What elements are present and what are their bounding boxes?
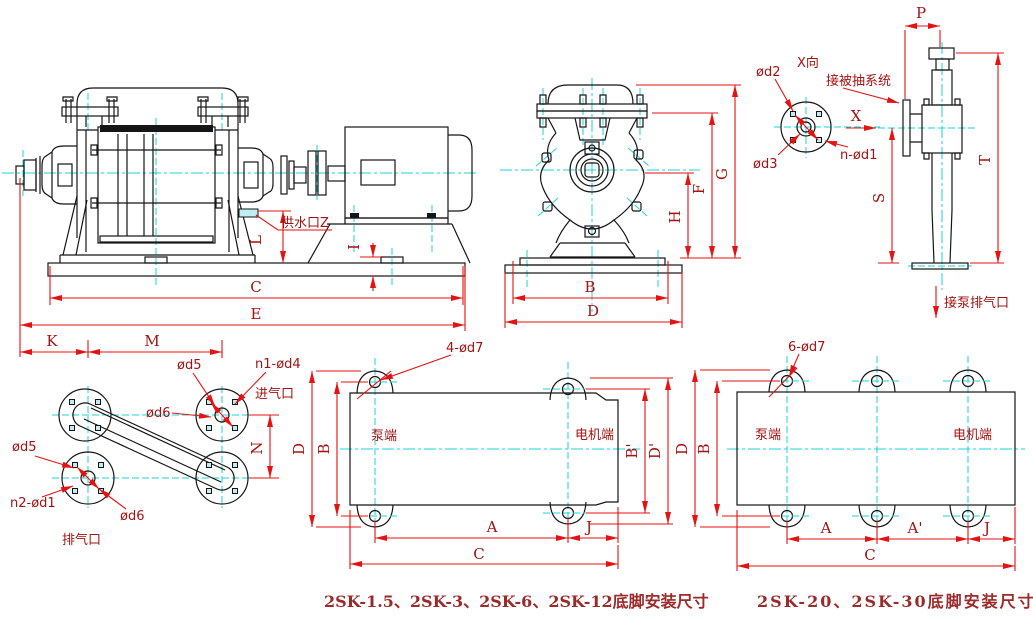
dia-d3-label: ød3 [753,157,777,172]
separator-dimensions [878,23,1004,318]
dia-d5-inlet-label: ød5 [177,358,201,373]
dim-C-side: C [250,278,261,296]
system-connection-label: 接被抽系统 [826,73,891,89]
side-view: 供水口Z L I C E K M [2,87,478,358]
foot-plan-large-dimensions [692,353,1016,571]
dim-D-plan-small: D [290,443,308,455]
dim-D-plan-large: D [673,443,691,455]
dim-C-large: C [864,546,875,564]
dim-D-front: D [587,302,599,320]
dim-A-large: A [820,519,832,537]
dia-d2-label: ød2 [756,65,780,80]
foot-plan-small-outline [349,370,619,528]
dim-M: M [144,332,159,350]
dim-K: K [46,332,58,350]
dim-J-large: J [982,519,990,537]
dim-E: E [251,305,262,323]
separator-view: P T S 接泵排气口 [870,4,1009,318]
side-view-dimensions [19,178,466,358]
dia-d6-outlet-label: ød6 [120,509,144,524]
baseplate [47,256,466,277]
port-view-dimensions [34,371,279,510]
port-view-geometry [58,388,249,505]
pump-pedestal [59,195,256,263]
dia-d5-outlet-label: ød5 [12,440,36,455]
dim-L: L [247,235,265,245]
left-bearing-assembly [15,145,77,205]
dim-H: H [666,210,684,223]
pump-housing [61,87,249,252]
motor-end-label-small: 电机端 [575,428,614,443]
holes-4d7-label: 4-ød7 [446,341,483,356]
pump-end-label-small: 泵端 [371,429,397,444]
dim-A-small: A [486,518,498,536]
front-view-dimensions [504,84,741,328]
foot-plan-small-centerlines [340,358,640,540]
dim-J-small: J [584,518,592,536]
caption-large-models: 2SK-20、2SK-30底脚安装尺寸 [757,592,1033,611]
foot-plan-large-outline [736,369,1016,528]
holes-6d7-label: 6-ød7 [788,340,825,355]
outlet-port-label: 排气口 [62,532,101,548]
supply-port-label: 供水口Z [281,216,329,231]
front-pump-body [504,84,683,274]
n1-d4-label: n1-ød4 [255,357,301,372]
dim-G: G [713,168,731,180]
water-supply-port [238,208,259,218]
x-view-title: X向 [797,55,819,71]
foot-plan-small-dimensions [309,354,673,569]
x-axis-label: X [851,107,862,125]
inlet-port-label: 进气口 [255,386,294,402]
motor-end-label-large: 电机端 [953,428,992,443]
foot-plan-large: 6-ød7 泵端 电机端 D B A A' J C 2SK-20、2SK-30底… [673,340,1033,611]
dia-d6-inlet-label: ød6 [146,406,170,421]
dim-F: F [690,184,708,194]
port-flange-view: ød5 n1-ød4 进气口 ød6 N ød5 n2-ød1 ød6 排气口 [10,357,301,548]
pump-exhaust-label: 接泵排气口 [944,295,1009,311]
dim-B-prime: B' [623,443,641,458]
dim-B-plan-small: B [315,443,333,454]
x-view-detail: ød2 X向 接被抽系统 ød3 n-ød1 X [753,55,900,172]
dim-I: I [345,244,363,250]
side-view-centerlines [2,93,478,288]
dim-B-plan-large: B [695,443,713,454]
pump-end-label-large: 泵端 [755,428,781,443]
dim-N: N [248,441,266,454]
dim-C-small: C [473,545,484,563]
motor [307,126,473,264]
foot-plan-small: 4-ød7 泵端 电机端 D B B' D' A J C 2SK-1.5、2SK… [290,341,709,611]
dim-B-front: B [584,278,595,296]
x-view-leaders [774,78,900,156]
dim-T: T [976,155,994,165]
front-view: B D H F G [500,78,741,328]
caption-small-models: 2SK-1.5、2SK-3、2SK-6、2SK-12底脚安装尺寸 [324,592,709,611]
n2-d1-label: n2-ød1 [10,496,56,511]
n-d1-label: n-ød1 [840,148,877,163]
right-bearing-coupling [238,147,346,203]
dim-P: P [916,4,926,22]
separator-body [902,47,969,270]
dim-S: S [870,193,888,203]
dim-A-prime: A' [907,519,923,537]
dim-D-prime: D' [646,443,664,459]
